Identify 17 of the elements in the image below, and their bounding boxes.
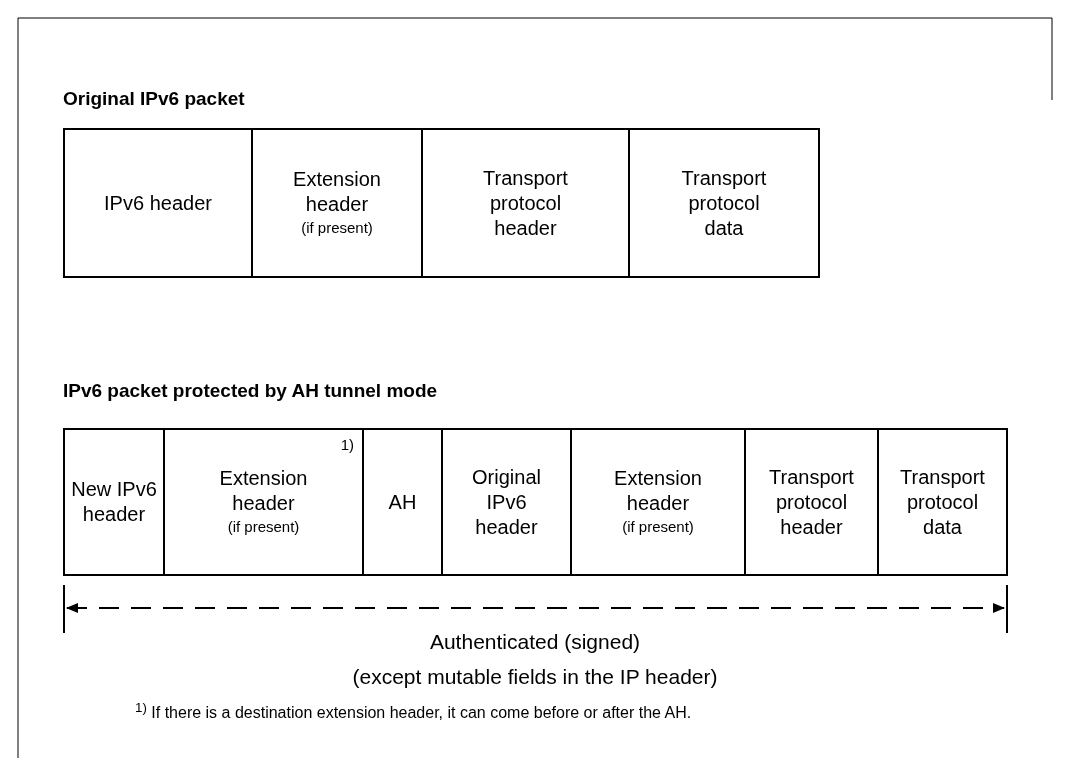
header-field-cell: AH (362, 428, 443, 576)
header-field-cell: IPv6 header (63, 128, 253, 278)
header-field-cell: New IPv6 header (63, 428, 165, 576)
header-field-cell: Extension header (if present) 1) (163, 428, 364, 576)
header-field-cell: Transport protocol header (421, 128, 630, 278)
footnote-text: $^{1)}$ If there is a destination extension header, it can come before or after the AH. (135, 700, 692, 723)
header-field-cell: Original IPv6 header (441, 428, 572, 576)
header-field-cell: Transport protocol header (744, 428, 879, 576)
header-field-cell: Transport protocol data (877, 428, 1008, 576)
header-field-cell: Extension header (if present) (570, 428, 746, 576)
header-field-cell: Transport protocol data (628, 128, 820, 278)
section-heading: IPv6 packet protected by AH tunnel mode (63, 380, 438, 402)
header-field-cell: Extension header (if present) (251, 128, 423, 278)
caption-text: Authenticated (signed) (429, 630, 641, 654)
footnote-mark: 1) (340, 436, 354, 453)
caption-text: (except mutable fields in the IP header) (352, 665, 718, 689)
section-heading: Original IPv6 packet (63, 88, 245, 110)
